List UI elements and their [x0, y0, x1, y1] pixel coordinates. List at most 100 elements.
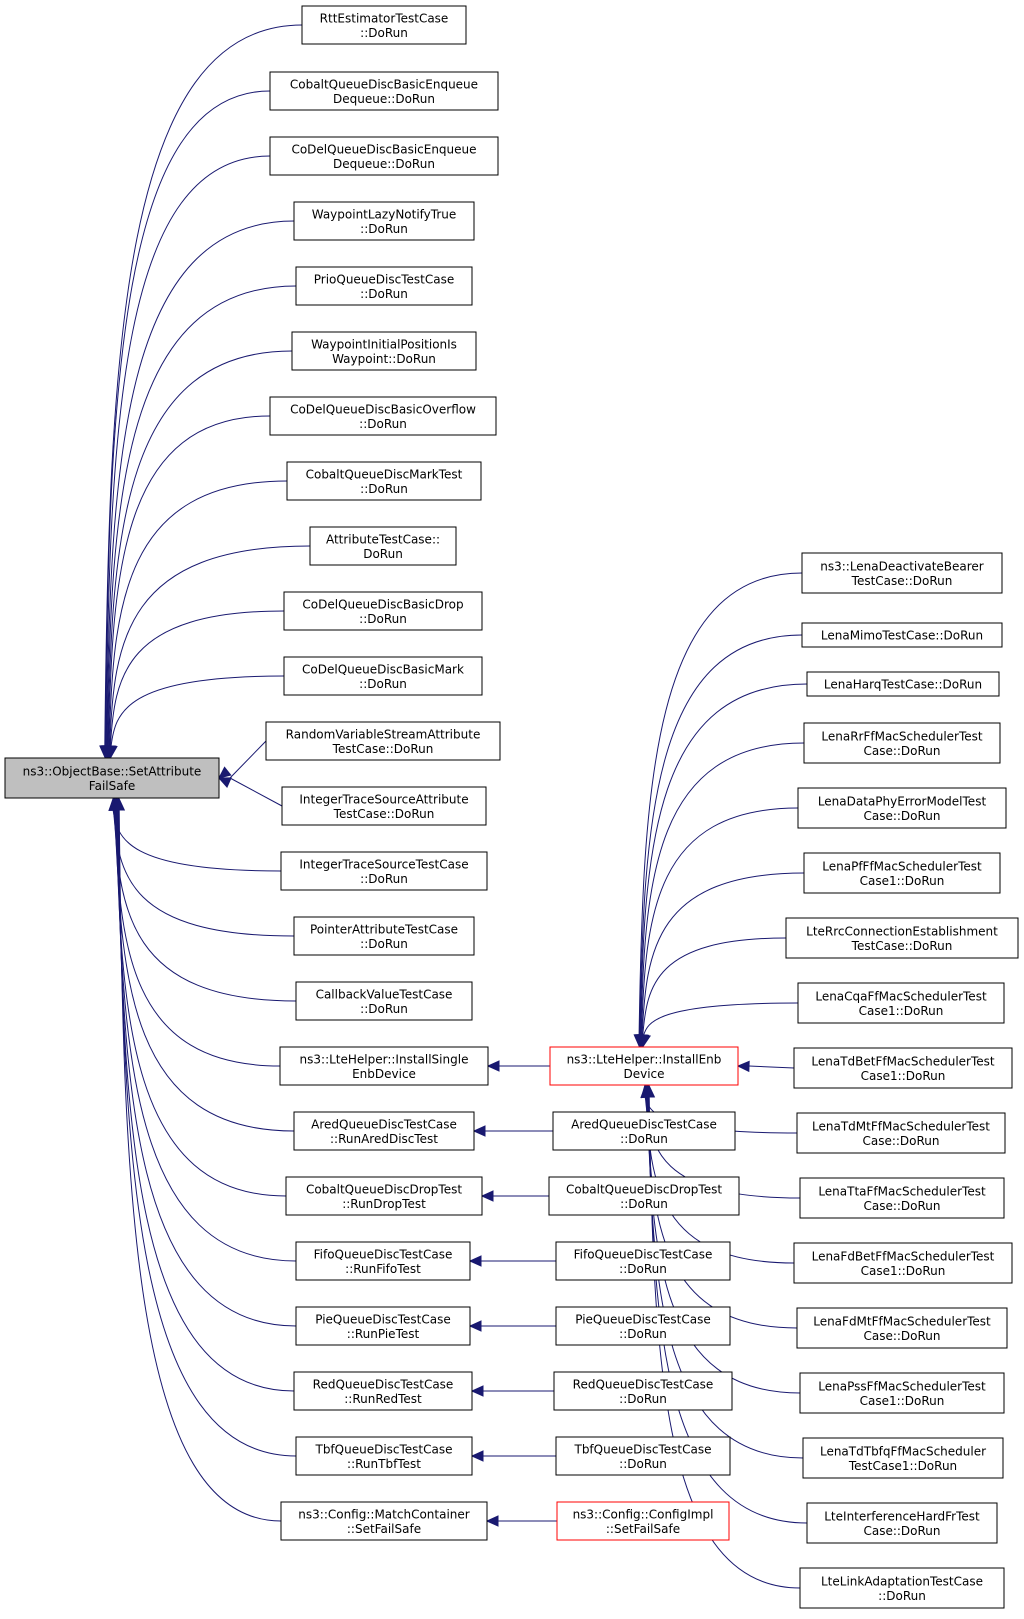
edge-arrowhead: [217, 777, 232, 788]
node-label-line-2: TestCase::DoRun: [851, 574, 953, 588]
node-attribute[interactable]: AttributeTestCase::DoRun: [309, 526, 457, 566]
node-codel-overflow[interactable]: CoDelQueueDiscBasicOverflow::DoRun: [269, 396, 497, 436]
node-int-trace-attr[interactable]: IntegerTraceSourceAttributeTestCase::DoR…: [281, 786, 487, 826]
node-label-line-2: ::DoRun: [360, 26, 408, 40]
edge-line: [114, 808, 281, 1067]
node-int-trace[interactable]: IntegerTraceSourceTestCase::DoRun: [280, 851, 488, 891]
node-pie-run[interactable]: PieQueueDiscTestCase::RunPieTest: [295, 1306, 471, 1346]
node-ared-do[interactable]: AredQueueDiscTestCase::DoRun: [552, 1111, 736, 1151]
node-box: [796, 1307, 1008, 1349]
node-box: [806, 671, 1000, 697]
node-box: [280, 851, 488, 891]
node-box: [295, 981, 473, 1021]
node-label-line-1: LenaPssFfMacSchedulerTest: [818, 1379, 986, 1393]
edge-lena-pf-to-install-enb: [636, 872, 805, 1048]
node-label-line-2: ::DoRun: [878, 1589, 926, 1603]
edge-line: [116, 808, 297, 1262]
node-label-line-1: CoDelQueueDiscBasicOverflow: [290, 402, 476, 416]
node-ared-run[interactable]: AredQueueDiscTestCase::RunAredDiscTest: [293, 1111, 475, 1151]
node-label-line-1: CobaltQueueDiscDropTest: [566, 1182, 722, 1196]
node-label-line-2: Case::DoRun: [863, 1524, 940, 1538]
node-box: [799, 1372, 1005, 1414]
edge-line: [229, 740, 267, 779]
node-label-line-2: EnbDevice: [352, 1067, 416, 1081]
edge-arrowhead: [736, 1060, 750, 1073]
edge-line: [639, 683, 808, 1037]
edge-cobalt-mark-to-root: [103, 480, 288, 759]
node-pointer[interactable]: PointerAttributeTestCase::DoRun: [293, 916, 475, 956]
node-box: [799, 1177, 1005, 1219]
node-fifo-run[interactable]: FifoQueueDiscTestCase::RunFifoTest: [295, 1241, 471, 1281]
node-label-line-1: AttributeTestCase::: [326, 532, 440, 546]
node-fifo-do[interactable]: FifoQueueDiscTestCase::DoRun: [555, 1241, 731, 1281]
node-tbf-run[interactable]: TbfQueueDiscTestCase::RunTbfTest: [295, 1436, 473, 1476]
edge-line: [642, 937, 787, 1037]
node-waypoint-lazy[interactable]: WaypointLazyNotifyTrue::DoRun: [293, 201, 475, 241]
node-prio[interactable]: PrioQueueDiscTestCase::DoRun: [295, 266, 473, 306]
node-label-line-1: CallbackValueTestCase: [316, 987, 453, 1001]
node-box: [280, 1501, 488, 1541]
node-label-line-1: LenaTdBetFfMacSchedulerTest: [811, 1054, 995, 1068]
node-random-var[interactable]: RandomVariableStreamAttributeTestCase::D…: [265, 721, 501, 761]
node-rtt[interactable]: RttEstimatorTestCase::DoRun: [301, 5, 467, 45]
edge-red-do-to-red-run: [470, 1385, 554, 1397]
node-cobalt-mark[interactable]: CobaltQueueDiscMarkTest::DoRun: [286, 461, 482, 501]
node-box: [283, 656, 483, 696]
node-config-impl[interactable]: ns3::Config::ConfigImpl::SetFailSafe: [556, 1501, 730, 1541]
node-lte-rrc[interactable]: LteRrcConnectionEstablishmentTestCase::D…: [785, 917, 1019, 959]
edge-arrowhead: [472, 1125, 486, 1137]
node-box: [293, 1111, 475, 1151]
node-lena-harq[interactable]: LenaHarqTestCase::DoRun: [806, 671, 1000, 697]
node-lena-mimo[interactable]: LenaMimoTestCase::DoRun: [801, 622, 1003, 648]
edge-arrowhead: [468, 1255, 482, 1267]
node-red-run[interactable]: RedQueueDiscTestCase::RunRedTest: [293, 1371, 473, 1411]
node-cobalt-enq[interactable]: CobaltQueueDiscBasicEnqueueDequeue::DoRu…: [269, 71, 499, 111]
node-codel-mark[interactable]: CoDelQueueDiscBasicMark::DoRun: [283, 656, 483, 696]
node-cobalt-drop-do[interactable]: CobaltQueueDiscDropTest::DoRun: [548, 1176, 740, 1216]
node-tbf-do[interactable]: TbfQueueDiscTestCase::DoRun: [555, 1436, 731, 1476]
node-red-do[interactable]: RedQueueDiscTestCase::DoRun: [553, 1371, 733, 1411]
node-box: [799, 1567, 1005, 1609]
node-box: [556, 1501, 730, 1541]
node-label-line-2: ::DoRun: [619, 1457, 667, 1471]
node-box: [803, 852, 1001, 894]
node-label-line-1: LteLinkAdaptationTestCase: [821, 1574, 983, 1588]
node-cobalt-drop-run[interactable]: CobaltQueueDiscDropTest::RunDropTest: [285, 1176, 483, 1216]
node-box: [553, 1371, 733, 1411]
edge-pie-do-to-pie-run: [468, 1320, 556, 1332]
edge-ared-do-to-ared-run: [472, 1125, 553, 1137]
node-callback[interactable]: CallbackValueTestCase::DoRun: [295, 981, 473, 1021]
node-label-line-2: TestCase::DoRun: [851, 939, 953, 953]
node-box: [793, 1242, 1013, 1284]
edge-line: [638, 572, 803, 1037]
node-box: [555, 1241, 731, 1281]
node-codel-drop[interactable]: CoDelQueueDiscBasicDrop::DoRun: [283, 591, 483, 631]
edge-lena-td-bet-to-install-enb: [736, 1060, 795, 1073]
edge-pie-run-to-root: [111, 797, 297, 1327]
node-lte-link-adapt[interactable]: LteLinkAdaptationTestCase::DoRun: [799, 1567, 1005, 1609]
edge-line: [110, 675, 285, 748]
node-pie-do[interactable]: PieQueueDiscTestCase::DoRun: [555, 1306, 731, 1346]
node-label-line-1: LteInterferenceHardFrTest: [824, 1509, 980, 1523]
node-match-container[interactable]: ns3::Config::MatchContainer::SetFailSafe: [280, 1501, 488, 1541]
edge-line: [105, 155, 271, 748]
node-box: [801, 552, 1003, 594]
